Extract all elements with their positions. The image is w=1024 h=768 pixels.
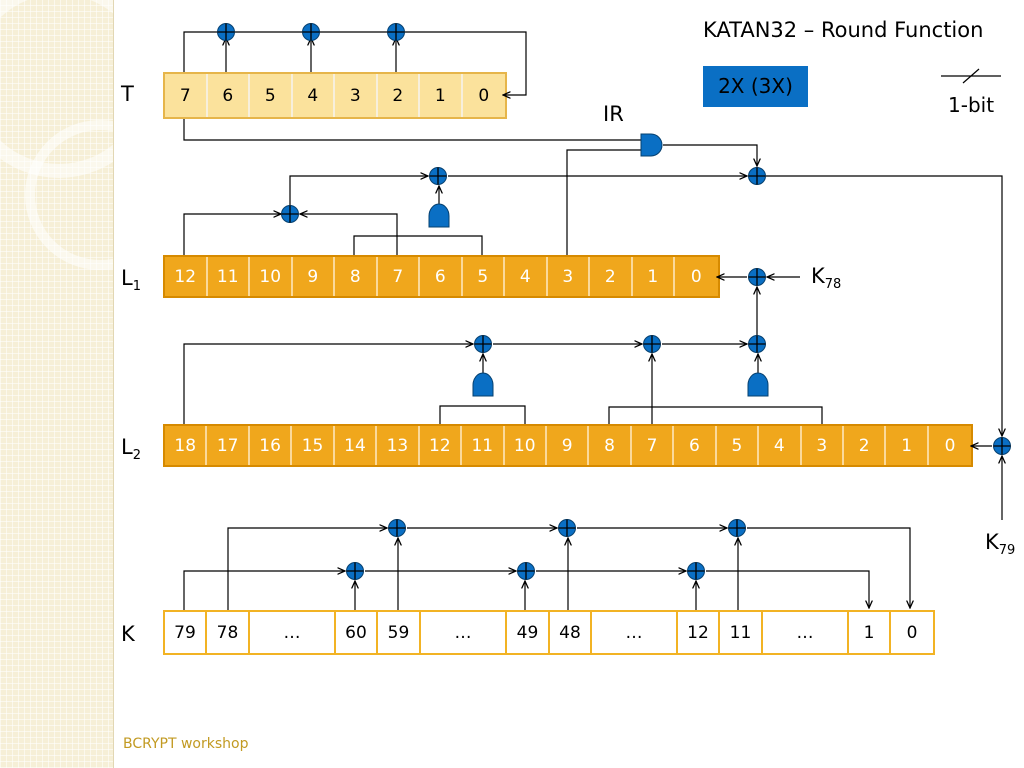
xor-gate-icon	[686, 561, 706, 581]
k-cell: 49	[507, 612, 550, 653]
t-cell: 5	[250, 74, 293, 117]
t-cell: 2	[377, 74, 420, 117]
l1-cell: 2	[590, 257, 633, 296]
l1-cell: 6	[420, 257, 463, 296]
l2-register-label: L2	[121, 435, 141, 464]
one-bit-legend-label: 1-bit	[948, 93, 995, 117]
k-register: 79 78 … 60 59 … 49 48 … 12 11 … 1 0	[163, 610, 935, 655]
k-register-label: K	[121, 622, 135, 646]
xor-gate-icon	[992, 436, 1012, 456]
l2-cell: 8	[589, 426, 632, 465]
l2-cell: 3	[802, 426, 844, 465]
l2-cell: 0	[944, 435, 956, 456]
l1-cell: 4	[505, 257, 548, 296]
l1-register-label: L1	[121, 266, 141, 295]
slide-title: KATAN32 – Round Function	[703, 18, 984, 42]
l2-cell: 9	[547, 426, 590, 465]
l2-cell: 12	[420, 426, 463, 465]
l2-cell: 15	[292, 426, 335, 465]
xor-gate-icon	[387, 518, 407, 538]
k-cell: 0	[906, 622, 918, 643]
k-cell: 12	[678, 612, 720, 653]
xor-gate-icon	[747, 334, 767, 354]
l2-cell: 6	[674, 426, 717, 465]
l1-cell: 9	[293, 257, 335, 296]
l2-cell: 11	[462, 426, 505, 465]
t-cell: 1	[420, 74, 463, 117]
xor-gate-icon	[301, 22, 321, 42]
k-cell-ellipsis: …	[592, 612, 678, 653]
k78-label: K78	[811, 264, 842, 293]
l1-cell: 12	[165, 257, 208, 296]
xor-gate-icon	[216, 22, 236, 42]
l1-register: 12 11 10 9 8 7 6 5 4 3 2 1 0	[163, 255, 720, 298]
xor-gate-icon	[280, 204, 300, 224]
t-cell: 3	[335, 74, 378, 117]
and-gate-icon	[472, 372, 494, 397]
l1-cell: 10	[250, 257, 293, 296]
xor-gate-icon	[747, 267, 767, 287]
xor-gate-icon	[557, 518, 577, 538]
footer-text: BCRYPT workshop	[123, 736, 249, 752]
k79-label: K79	[985, 530, 1016, 559]
l1-cell: 5	[463, 257, 505, 296]
l2-register: 18 17 16 15 14 13 12 11 10 9 8 7 6 5 4 3…	[163, 424, 974, 467]
xor-gate-icon	[428, 166, 448, 186]
l2-cell: 4	[759, 426, 802, 465]
k-cell: 60	[336, 612, 378, 653]
slide-decoration	[0, 0, 114, 768]
l2-cell: 18	[165, 426, 208, 465]
xor-gate-icon	[386, 22, 406, 42]
l1-cell: 11	[208, 257, 250, 296]
k-cell: 79	[165, 612, 207, 653]
xor-gate-icon	[345, 561, 365, 581]
t-cell: 4	[292, 74, 335, 117]
l2-cell: 1	[886, 426, 929, 465]
k-cell-ellipsis: …	[421, 612, 507, 653]
k-cell-ellipsis: …	[250, 612, 336, 653]
and-gate-icon	[428, 203, 450, 228]
l2-cell: 10	[505, 426, 547, 465]
l1-cell: 8	[335, 257, 378, 296]
l2-cell: 16	[250, 426, 293, 465]
k-cell: 11	[720, 612, 763, 653]
l1-cell: 0	[690, 266, 702, 287]
l2-cell: 14	[335, 426, 378, 465]
xor-gate-icon	[747, 166, 767, 186]
t-register-label: T	[121, 82, 134, 106]
and-gate-icon	[747, 372, 769, 397]
l1-cell: 7	[378, 257, 420, 296]
ir-label: IR	[603, 102, 624, 126]
t-cell: 7	[165, 74, 208, 117]
k-cell: 1	[849, 612, 891, 653]
l2-cell: 13	[377, 426, 420, 465]
xor-gate-icon	[642, 334, 662, 354]
l1-cell: 1	[633, 257, 675, 296]
t-cell: 6	[207, 74, 250, 117]
l2-cell: 5	[717, 426, 760, 465]
k-cell: 48	[550, 612, 592, 653]
l2-cell: 17	[207, 426, 250, 465]
l2-cell: 7	[632, 426, 675, 465]
and-gate-icon	[640, 133, 663, 157]
k-cell: 59	[378, 612, 421, 653]
k-cell: 78	[207, 612, 250, 653]
l2-cell: 2	[844, 426, 887, 465]
t-cell: 0	[462, 74, 505, 117]
t-feedback-wire	[183, 31, 527, 95]
xor-gate-icon	[516, 561, 536, 581]
rounds-badge: 2X (3X)	[703, 66, 808, 107]
t-register: 7 6 5 4 3 2 1 0	[163, 72, 507, 119]
xor-gate-icon	[727, 518, 747, 538]
xor-gate-icon	[473, 334, 493, 354]
k-cell-ellipsis: …	[763, 612, 849, 653]
l1-cell: 3	[548, 257, 590, 296]
